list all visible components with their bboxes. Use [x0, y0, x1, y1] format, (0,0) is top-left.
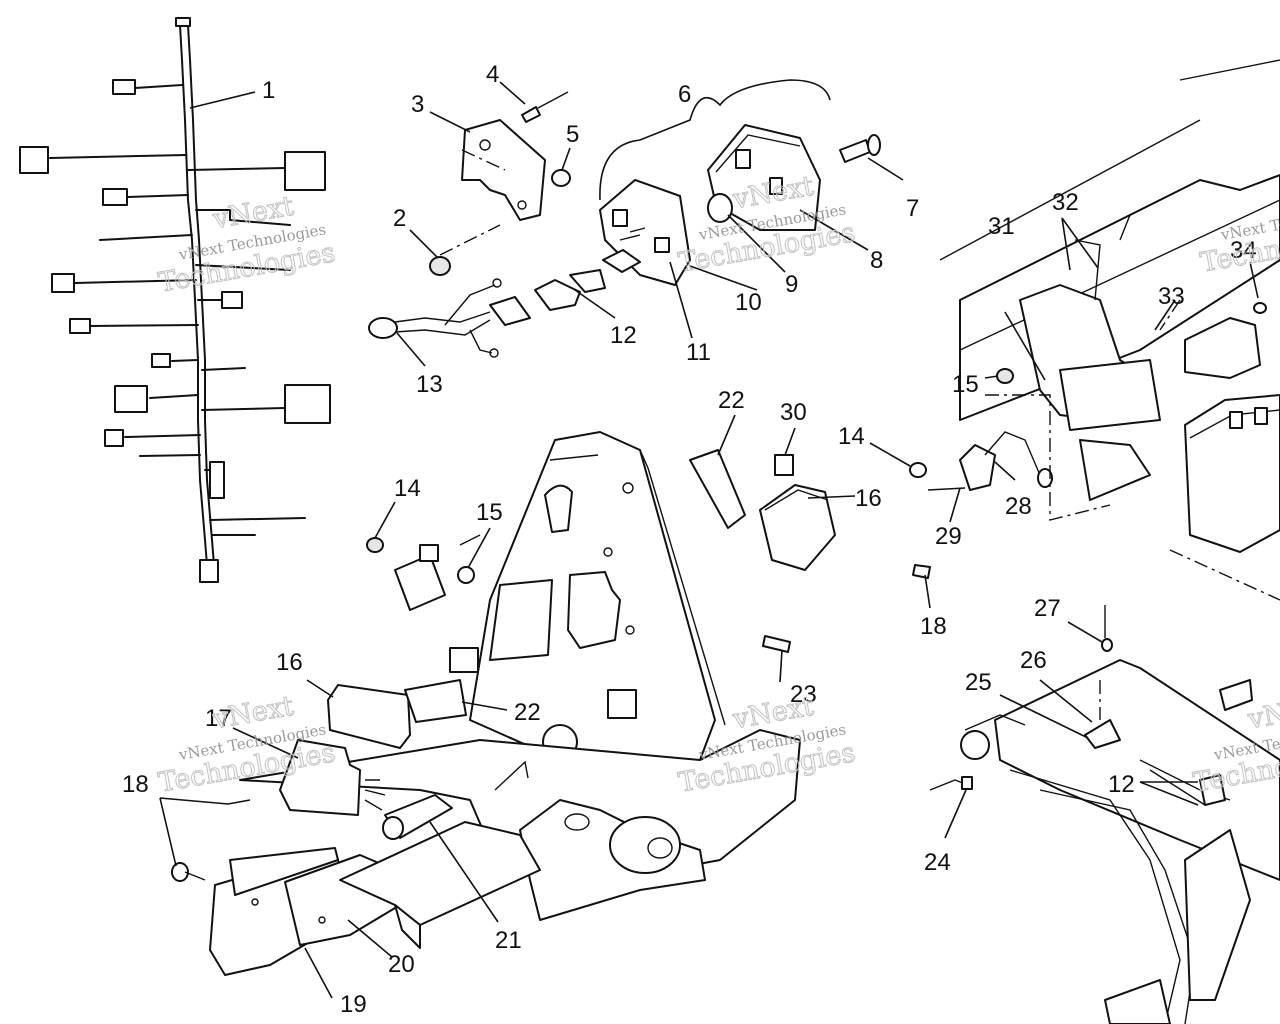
callout-24: 24 — [924, 849, 951, 876]
callout-2: 2 — [393, 205, 406, 232]
watermark-top-center: vNext vNext Technologies Technologies — [676, 170, 858, 279]
electrical-components — [171, 449, 931, 882]
callout-13: 13 — [416, 371, 443, 398]
callout-4: 4 — [486, 61, 499, 88]
callout-1: 1 — [262, 77, 275, 104]
callout-32: 32 — [1052, 189, 1079, 216]
callout-33: 33 — [1158, 283, 1185, 310]
callout-3: 3 — [411, 91, 424, 118]
callout-22-lower: 22 — [514, 699, 541, 726]
callout-25: 25 — [965, 669, 992, 696]
callout-15-left: 15 — [476, 499, 503, 526]
callout-8: 8 — [870, 247, 883, 274]
tail-light-assembly — [368, 79, 881, 358]
callout-26: 26 — [1020, 647, 1047, 674]
lower-frame — [929, 605, 1280, 1024]
callout-5: 5 — [566, 121, 579, 148]
callout-19: 19 — [340, 991, 367, 1018]
callout-15-right: 15 — [952, 371, 979, 398]
callout-22-upper: 22 — [718, 387, 745, 414]
leader-lines — [159, 81, 1259, 999]
callout-9: 9 — [785, 271, 798, 298]
callout-23: 23 — [790, 681, 817, 708]
callout-27: 27 — [1034, 595, 1061, 622]
frame-battery-assembly — [909, 59, 1280, 601]
callout-18-left: 18 — [122, 771, 149, 798]
callout-11: 11 — [686, 339, 711, 366]
callout-21: 21 — [495, 927, 522, 954]
callout-7: 7 — [906, 195, 919, 222]
callout-29: 29 — [935, 523, 962, 550]
callout-18-right: 18 — [920, 613, 947, 640]
watermark-top-left: vNext vNext Technologies Technologies — [156, 190, 338, 299]
callout-numbers: 1 2 3 4 5 6 7 8 9 10 11 12 13 22 30 16 1… — [122, 61, 1257, 1018]
callout-12-lower: 12 — [1108, 771, 1135, 798]
mounting-panel — [209, 431, 801, 976]
callout-10: 10 — [735, 289, 762, 316]
callout-16-upper: 16 — [855, 485, 882, 512]
callout-14-left: 14 — [394, 475, 421, 502]
callout-12: 12 — [610, 322, 637, 349]
callout-6: 6 — [678, 81, 691, 108]
callout-14-right: 14 — [838, 423, 865, 450]
callout-34: 34 — [1230, 237, 1257, 264]
callout-31: 31 — [988, 213, 1015, 240]
callout-17: 17 — [205, 705, 232, 732]
callout-28: 28 — [1005, 493, 1032, 520]
callout-30: 30 — [780, 399, 807, 426]
wiring-harness — [19, 17, 331, 583]
callout-16-lower: 16 — [276, 649, 303, 676]
callout-20: 20 — [388, 951, 415, 978]
